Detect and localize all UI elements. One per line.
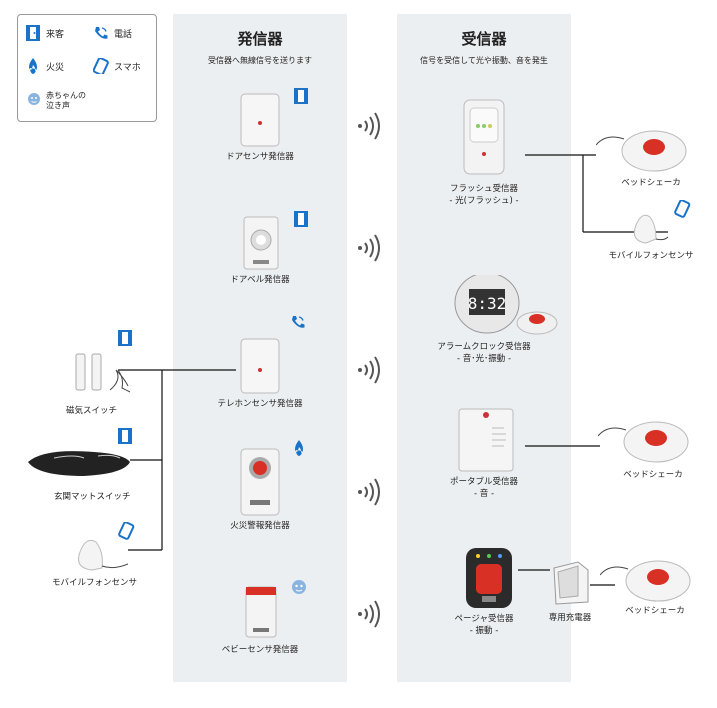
transmitter-label: ベビーセンサ発信器	[221, 645, 299, 655]
mobile-phone-sensor-device	[78, 539, 129, 571]
transmitter-title: 発信器	[237, 30, 283, 48]
magnetic-switch-device	[75, 353, 131, 393]
baby-icon	[28, 93, 40, 105]
charger-device	[553, 561, 589, 605]
receiver-mode: - 光(フラッシュ) -	[449, 196, 519, 206]
smartphone-icon	[118, 522, 135, 540]
transmitter-subtitle: 受信器へ無線信号を送ります	[208, 56, 312, 65]
bed-shaker-label: ベッドシェーカ	[625, 606, 685, 616]
entrance-mat-switch-device	[28, 451, 130, 476]
legend-baby: 赤ちゃんの 泣き声	[26, 91, 86, 111]
baby-icon	[292, 580, 306, 594]
phone-icon	[95, 27, 108, 39]
door-icon	[26, 25, 40, 41]
fire-icon	[29, 58, 37, 74]
transmitter-label: テレホンセンサ発信器	[217, 399, 303, 409]
bed-shaker-device	[600, 560, 691, 602]
receiver-name: アラームクロック受信器	[437, 342, 531, 352]
alarm-clock-device: 8:32	[454, 275, 558, 335]
smartphone-icon	[93, 58, 109, 74]
smartphone-icon	[674, 200, 691, 218]
entrance-mat-switch-label: 玄関マットスイッチ	[54, 492, 131, 502]
door-bell-device	[243, 216, 279, 270]
bed-shaker-label: ベッドシェーカ	[623, 470, 683, 480]
receiver-name: ポータブル受信器	[449, 477, 518, 487]
baby-sensor-device	[245, 586, 277, 638]
receiver-title: 受信器	[461, 30, 507, 48]
receiver-mode: - 音･光･振動 -	[456, 354, 512, 364]
mobile-phone-sensor-device	[633, 214, 669, 244]
door-icon	[294, 211, 308, 227]
flash-receiver-device	[463, 99, 505, 175]
pager-receiver-device	[466, 548, 512, 608]
fire-icon	[295, 440, 303, 456]
mobile-phone-sensor-label: モバイルフォンセンサ	[608, 251, 694, 261]
legend-fire: 火災	[26, 58, 64, 75]
charger-label: 専用充電器	[548, 613, 592, 623]
receiver-name: フラッシュ受信器	[449, 184, 518, 194]
receiver-name: ページャ受信器	[454, 614, 514, 624]
magnetic-switch-label: 磁気スイッチ	[66, 406, 118, 416]
legend: 来客 電話 火災 スマホ 赤ちゃんの 泣き声	[17, 14, 157, 122]
legend-visitor: 来客	[26, 25, 64, 41]
door-icon	[118, 428, 132, 444]
transmitter-label: ドアセンサ発信器	[226, 152, 294, 162]
legend-phone: 電話	[93, 25, 132, 41]
legend-smartphone: スマホ	[93, 58, 141, 74]
signal-waves	[358, 112, 380, 628]
portable-receiver-device	[458, 408, 514, 472]
receiver-mode: - 振動 -	[469, 626, 499, 636]
door-sensor-device	[240, 93, 280, 147]
receiver-subtitle: 信号を受信して光や振動、音を発生	[420, 56, 548, 65]
bed-shaker-device	[596, 130, 687, 172]
receiver-mode: - 音 -	[473, 489, 495, 499]
door-icon	[294, 88, 308, 104]
transmitter-label: ドアベル発信器	[230, 275, 290, 285]
bed-shaker-device	[598, 421, 689, 463]
door-icon	[118, 330, 132, 346]
bed-shaker-label: ベッドシェーカ	[621, 178, 681, 188]
fire-alarm-device	[240, 448, 280, 516]
mobile-phone-sensor-label: モバイルフォンセンサ	[52, 578, 138, 588]
phone-icon	[292, 316, 305, 328]
telephone-sensor-device	[240, 338, 280, 394]
svg-text:8:32: 8:32	[468, 294, 507, 313]
transmitter-label: 火災警報発信器	[230, 521, 290, 531]
